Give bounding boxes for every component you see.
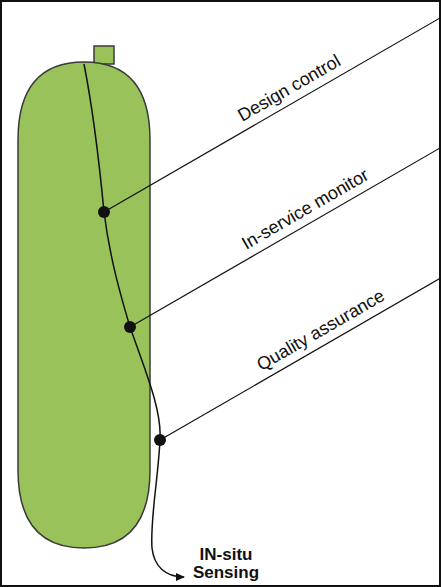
nozzle — [94, 46, 114, 64]
callout-label: In-service monitor — [238, 166, 372, 255]
leader-line — [160, 278, 441, 440]
fiber-lead-arrow — [152, 548, 184, 577]
sensor-fiber — [84, 64, 160, 548]
leader-line — [130, 147, 441, 327]
caption-label: IN-situ Sensing — [178, 546, 274, 583]
pressure-vessel — [18, 62, 150, 548]
sensor-dot — [124, 321, 136, 333]
sensor-dot — [154, 434, 166, 446]
callout-label: Quality assurance — [254, 286, 389, 375]
sensor-dot — [98, 206, 110, 218]
leader-line — [104, 17, 441, 212]
callout-label: Design control — [234, 52, 344, 127]
